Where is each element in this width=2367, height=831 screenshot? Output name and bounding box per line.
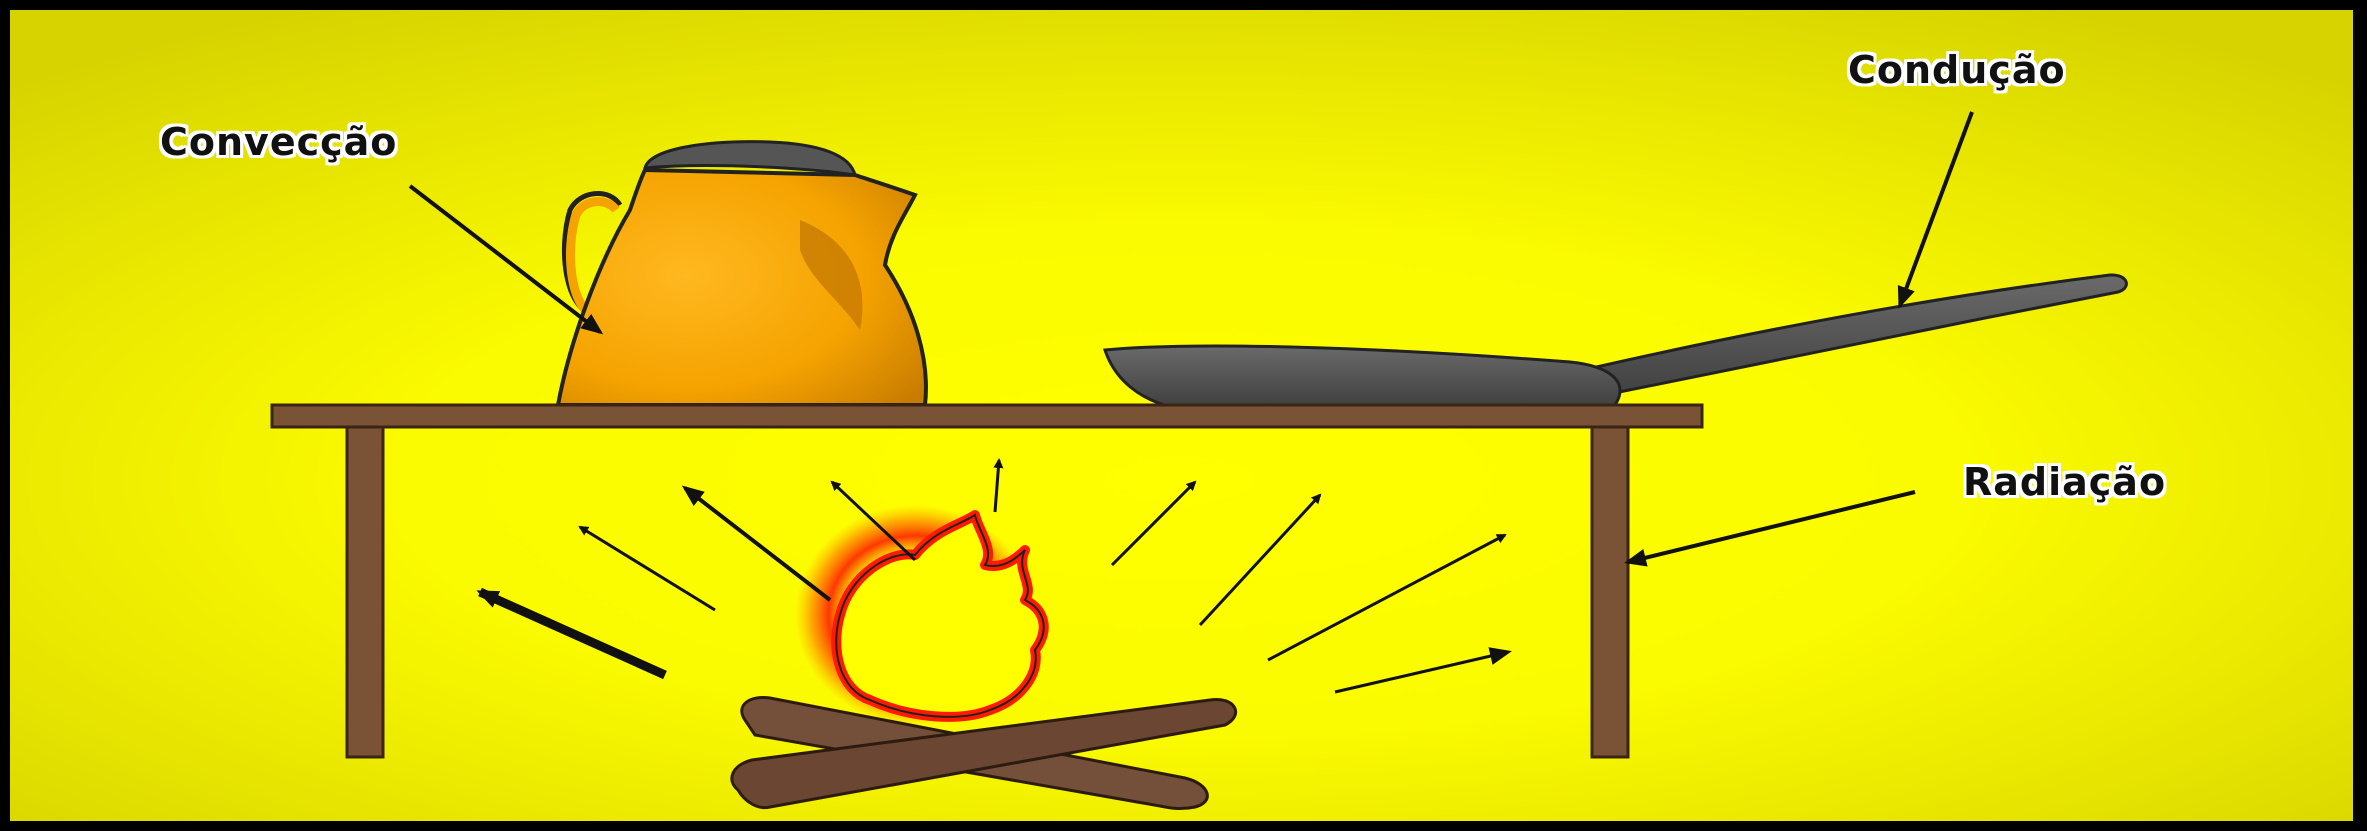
radiation-pointer [1628, 492, 1915, 562]
conduction-pointer [1900, 112, 1972, 305]
table-leg-left [347, 427, 383, 757]
pan-body [1105, 346, 1620, 408]
arrow-icon [685, 488, 830, 600]
arrow-icon [580, 527, 715, 610]
radiation-label: Radiação [1963, 460, 2166, 504]
arrow-icon [1112, 482, 1195, 565]
arrow-icon [1268, 535, 1505, 660]
kettle-icon [558, 142, 926, 405]
arrow-icon [1335, 652, 1508, 692]
frying-pan-icon [1105, 275, 2126, 408]
conduction-label: Condução [1848, 48, 2066, 92]
arrow-icon [995, 460, 999, 512]
arrow-icon [1200, 495, 1320, 625]
pan-handle [1540, 275, 2126, 402]
convection-label: Convecção [160, 120, 397, 164]
arrow-icon [480, 592, 665, 675]
table-leg-right [1592, 427, 1628, 757]
table-top [272, 405, 1702, 427]
campfire-icon [732, 505, 1236, 809]
